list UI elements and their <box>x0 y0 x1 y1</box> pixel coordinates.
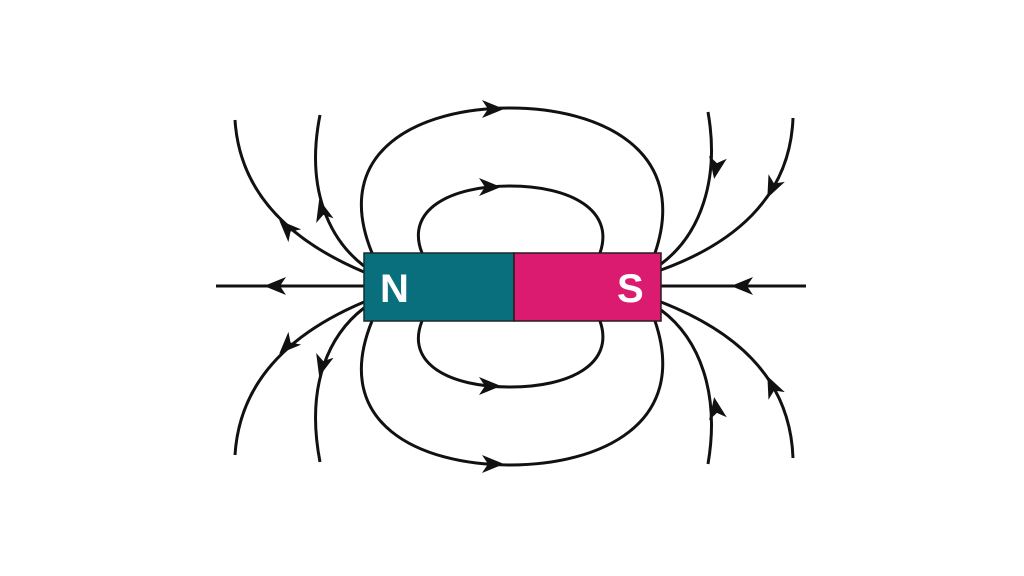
field-line-left-top-inner <box>314 114 365 268</box>
field-line-top-outer <box>359 106 665 254</box>
arrow-icon <box>272 331 302 361</box>
bar-magnet: N S <box>363 252 662 322</box>
field-line-top-inner <box>416 184 605 254</box>
field-line-right-top-inner <box>660 111 713 266</box>
south-pole <box>513 252 662 322</box>
field-line-left-bottom-outer <box>233 300 365 456</box>
arrow-icon <box>272 213 302 243</box>
field-line-left-bottom-inner <box>314 306 365 463</box>
arrow-icon <box>759 372 785 400</box>
field-line-bottom-inner <box>416 320 605 389</box>
field-line-bottom-outer <box>359 320 665 467</box>
arrow-icon <box>759 174 785 202</box>
south-label: S <box>617 267 644 311</box>
field-line-right-bottom-inner <box>660 308 713 465</box>
north-pole <box>363 252 515 322</box>
field-line-right-top-outer <box>660 117 795 272</box>
field-line-right-bottom-outer <box>660 300 795 459</box>
field-line-left-top-outer <box>233 119 365 274</box>
north-label: N <box>380 267 409 311</box>
